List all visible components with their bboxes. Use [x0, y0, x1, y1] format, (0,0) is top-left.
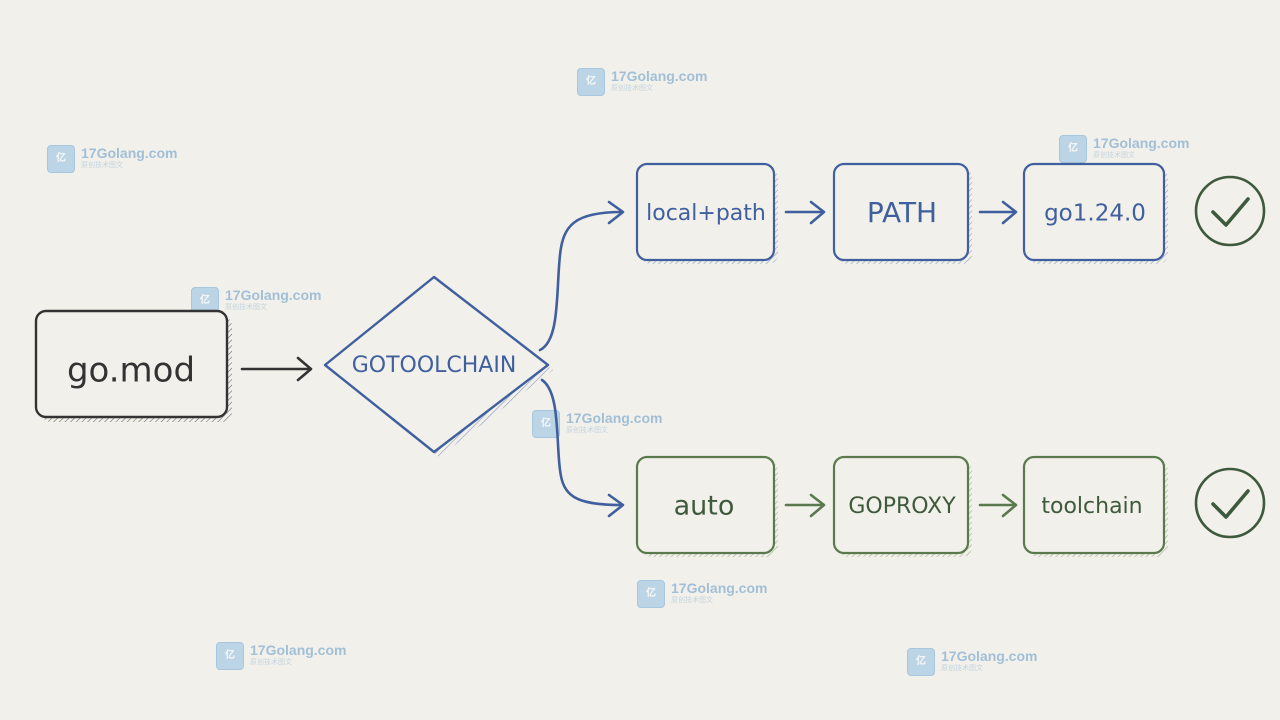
arrow-goproxy-to-toolchain — [978, 493, 1018, 518]
source-label: go.mod — [67, 351, 195, 391]
branch-connector-local — [538, 200, 625, 352]
watermark-domain: 17Golang.com — [250, 642, 347, 658]
logo-icon: 亿 — [216, 642, 244, 670]
arrow-path-to-version — [978, 200, 1018, 225]
watermark-subtitle: 原创技术图文 — [250, 658, 292, 666]
watermark-domain: 17Golang.com — [1093, 135, 1190, 151]
watermark-domain: 17Golang.com — [611, 68, 708, 84]
auto-node: auto — [635, 455, 778, 557]
watermark-subtitle: 原创技术图文 — [566, 426, 608, 434]
watermark-subtitle: 原创技术图文 — [941, 664, 983, 672]
local-path-label: local+path — [646, 201, 766, 226]
watermark-subtitle: 原创技术图文 — [225, 303, 267, 311]
logo-icon: 亿 — [577, 68, 605, 96]
watermark-subtitle: 原创技术图文 — [611, 84, 653, 92]
local-path-node: local+path — [635, 162, 778, 264]
check-circle-icon — [1194, 467, 1266, 539]
watermark-domain: 17Golang.com — [671, 580, 768, 596]
watermark-domain: 17Golang.com — [566, 410, 663, 426]
watermark-domain: 17Golang.com — [81, 145, 178, 161]
watermark-domain: 17Golang.com — [941, 648, 1038, 664]
watermark-subtitle: 原创技术图文 — [81, 161, 123, 169]
arrow-local-to-path — [784, 200, 826, 225]
auto-label: auto — [674, 491, 735, 522]
check-circle-icon — [1194, 175, 1266, 247]
watermark-domain: 17Golang.com — [225, 287, 322, 303]
logo-icon: 亿 — [637, 580, 665, 608]
decision-node: GOTOOLCHAIN — [323, 275, 553, 457]
goproxy-node: GOPROXY — [832, 455, 972, 557]
path-node: PATH — [832, 162, 972, 264]
toolchain-label: toolchain — [1041, 494, 1142, 519]
path-label: PATH — [867, 196, 937, 229]
decision-label: GOTOOLCHAIN — [352, 353, 517, 378]
arrow-source-to-decision — [240, 356, 313, 382]
watermark-subtitle: 原创技术图文 — [1093, 151, 1135, 159]
goproxy-label: GOPROXY — [848, 494, 956, 519]
logo-icon: 亿 — [1059, 135, 1087, 163]
branch-connector-auto — [540, 378, 625, 518]
arrow-auto-to-goproxy — [784, 493, 826, 518]
go-version-label: go1.24.0 — [1044, 201, 1146, 227]
toolchain-node: toolchain — [1022, 455, 1168, 557]
logo-icon: 亿 — [47, 145, 75, 173]
go-version-node: go1.24.0 — [1022, 162, 1168, 264]
watermark-subtitle: 原创技术图文 — [671, 596, 713, 604]
source-node: go.mod — [34, 309, 232, 422]
logo-icon: 亿 — [907, 648, 935, 676]
